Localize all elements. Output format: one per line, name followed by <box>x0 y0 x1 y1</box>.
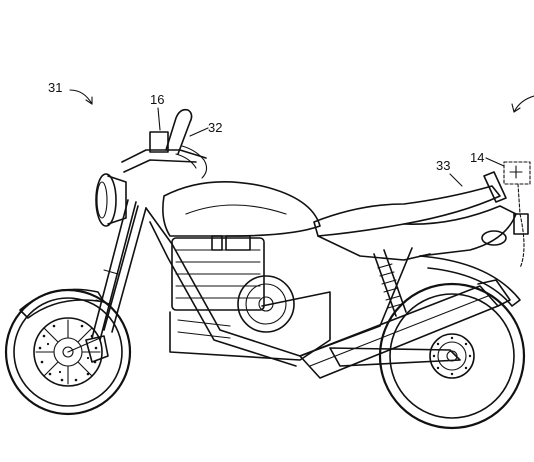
fuel-tank <box>162 180 321 237</box>
rear-wheel <box>378 282 526 430</box>
swingarm <box>329 347 461 367</box>
headlight <box>95 173 127 227</box>
label-33: 33 <box>436 158 450 173</box>
front-fork <box>91 199 147 341</box>
leader-14 <box>485 157 505 167</box>
seat <box>313 185 501 237</box>
label-16: 16 <box>150 92 164 107</box>
front-axle <box>67 337 101 353</box>
label-31: 31 <box>48 80 62 95</box>
arrowhead-31 <box>85 96 93 105</box>
tank-line <box>185 204 287 215</box>
leader-32 <box>189 127 209 137</box>
grab-bar <box>483 171 507 203</box>
rear-shock <box>373 249 407 317</box>
arrow-right <box>513 95 534 113</box>
front-wheel <box>4 288 132 416</box>
leader-33 <box>449 173 463 187</box>
label-14: 14 <box>470 150 484 165</box>
handlebar <box>121 108 208 179</box>
exhaust <box>299 279 511 379</box>
frame <box>145 207 431 367</box>
leader-16 <box>157 107 161 131</box>
arrowhead-right <box>511 103 521 113</box>
tail <box>403 161 531 269</box>
rear-fender <box>419 255 521 307</box>
arrow-31 <box>69 89 93 105</box>
engine <box>169 235 331 361</box>
label-32: 32 <box>208 120 222 135</box>
